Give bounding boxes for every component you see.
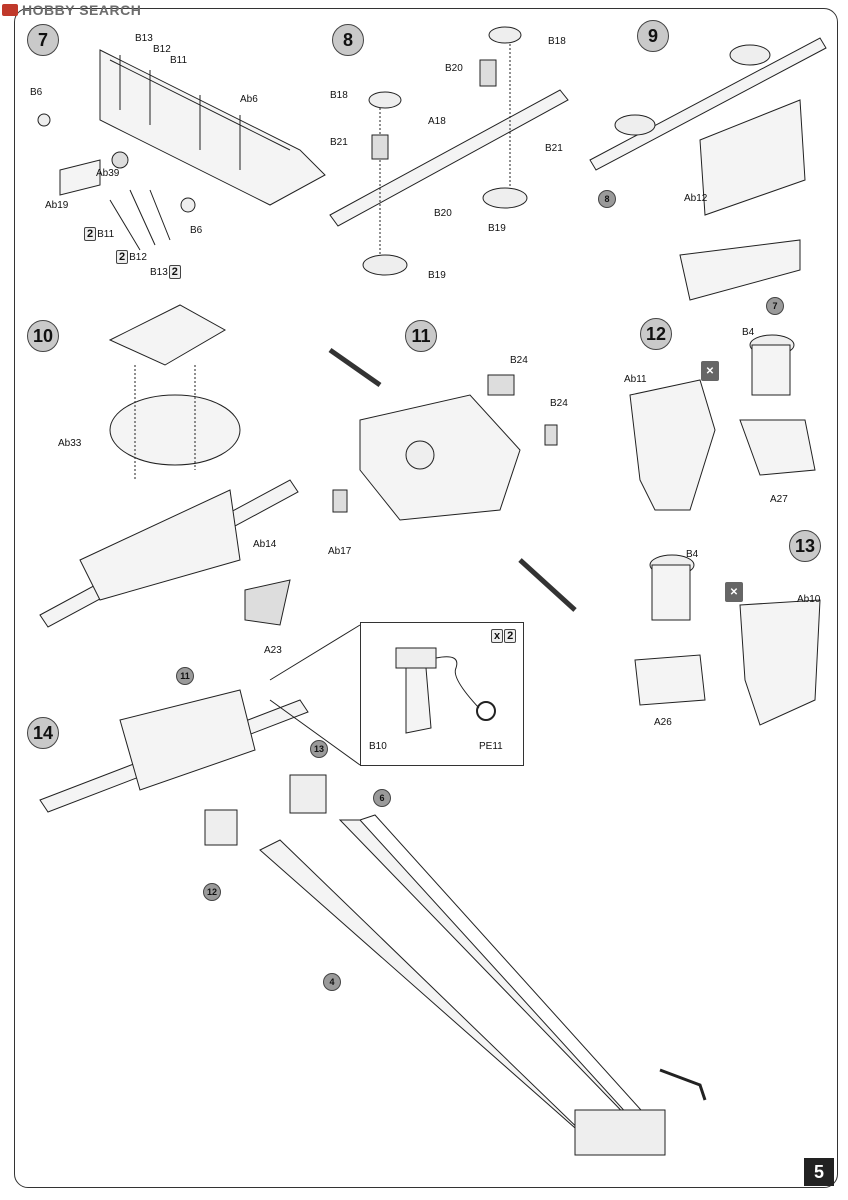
step13-part-a: [634, 654, 706, 706]
label-b4-b: B4: [686, 549, 699, 560]
label-ab6: Ab6: [240, 94, 258, 105]
ref-step-12: 12: [203, 883, 221, 901]
page-frame: [14, 8, 838, 1188]
label-b11: B11: [170, 55, 188, 66]
label-ab39: Ab39: [96, 168, 120, 179]
label-b6: B6: [30, 87, 43, 98]
label-b18-b: B18: [330, 90, 348, 101]
step-14-number: 14: [27, 717, 59, 749]
label-b10: B10: [369, 741, 387, 752]
ref-step-8: 8: [598, 190, 616, 208]
label-ab19: Ab19: [45, 200, 69, 211]
label-b20-b: B20: [434, 208, 452, 219]
step12-part-a: [629, 379, 716, 511]
step13-part-b: [739, 599, 821, 726]
step11-body: [359, 394, 521, 521]
step-10-number: 10: [27, 320, 59, 352]
label-b4: B4: [742, 327, 755, 338]
label-b21: B21: [330, 137, 348, 148]
step10-plate: [108, 304, 227, 366]
page-number: 5: [804, 1158, 834, 1186]
step12-part-b: [739, 419, 816, 476]
label-a27: A27: [770, 494, 788, 505]
ref-step-11: 11: [176, 667, 194, 685]
ref-step-4: 4: [323, 973, 341, 991]
step9-axle: [589, 37, 827, 171]
step-7-number: 7: [27, 24, 59, 56]
label-b6-b: B6: [190, 225, 203, 236]
label-ab17: Ab17: [328, 546, 352, 557]
watermark-logo-icon: [2, 4, 18, 16]
label-a18: A18: [428, 116, 446, 127]
label-b24-b: B24: [550, 398, 568, 409]
glue-warning-icon: ✕: [701, 361, 719, 381]
label-b21-b: B21: [545, 143, 563, 154]
label-b24: B24: [510, 355, 528, 366]
step-12-number: 12: [640, 318, 672, 350]
step14-trails: [259, 819, 662, 1151]
ref-step-7: 7: [766, 297, 784, 315]
label-b18: B18: [548, 36, 566, 47]
label-a23: A23: [264, 645, 282, 656]
watermark: HOBBY SEARCH: [2, 2, 141, 18]
step7-bracket: [99, 49, 326, 206]
label-b20: B20: [445, 63, 463, 74]
label-a26: A26: [654, 717, 672, 728]
label-b19: B19: [488, 223, 506, 234]
label-ab33: Ab33: [58, 438, 82, 449]
label-b12: B12: [153, 44, 171, 55]
inset-drawing: [395, 647, 496, 734]
ref-step-13: 13: [310, 740, 328, 758]
glue-warning-icon-b: ✕: [725, 582, 743, 602]
watermark-text: HOBBY SEARCH: [22, 2, 142, 18]
step8-axle: [329, 89, 569, 227]
label-b19-b: B19: [428, 270, 446, 281]
step-13-number: 13: [789, 530, 821, 562]
label-ab14: Ab14: [253, 539, 277, 550]
step-9-number: 9: [637, 20, 669, 52]
step-11-number: 11: [405, 320, 437, 352]
ref-step-6: 6: [373, 789, 391, 807]
label-b13: B13: [135, 33, 153, 44]
label-ab12: Ab12: [684, 193, 708, 204]
label-ab10: Ab10: [797, 594, 821, 605]
label-pe11: PE11: [479, 741, 503, 752]
step-8-number: 8: [332, 24, 364, 56]
label-ab11: Ab11: [624, 374, 647, 385]
